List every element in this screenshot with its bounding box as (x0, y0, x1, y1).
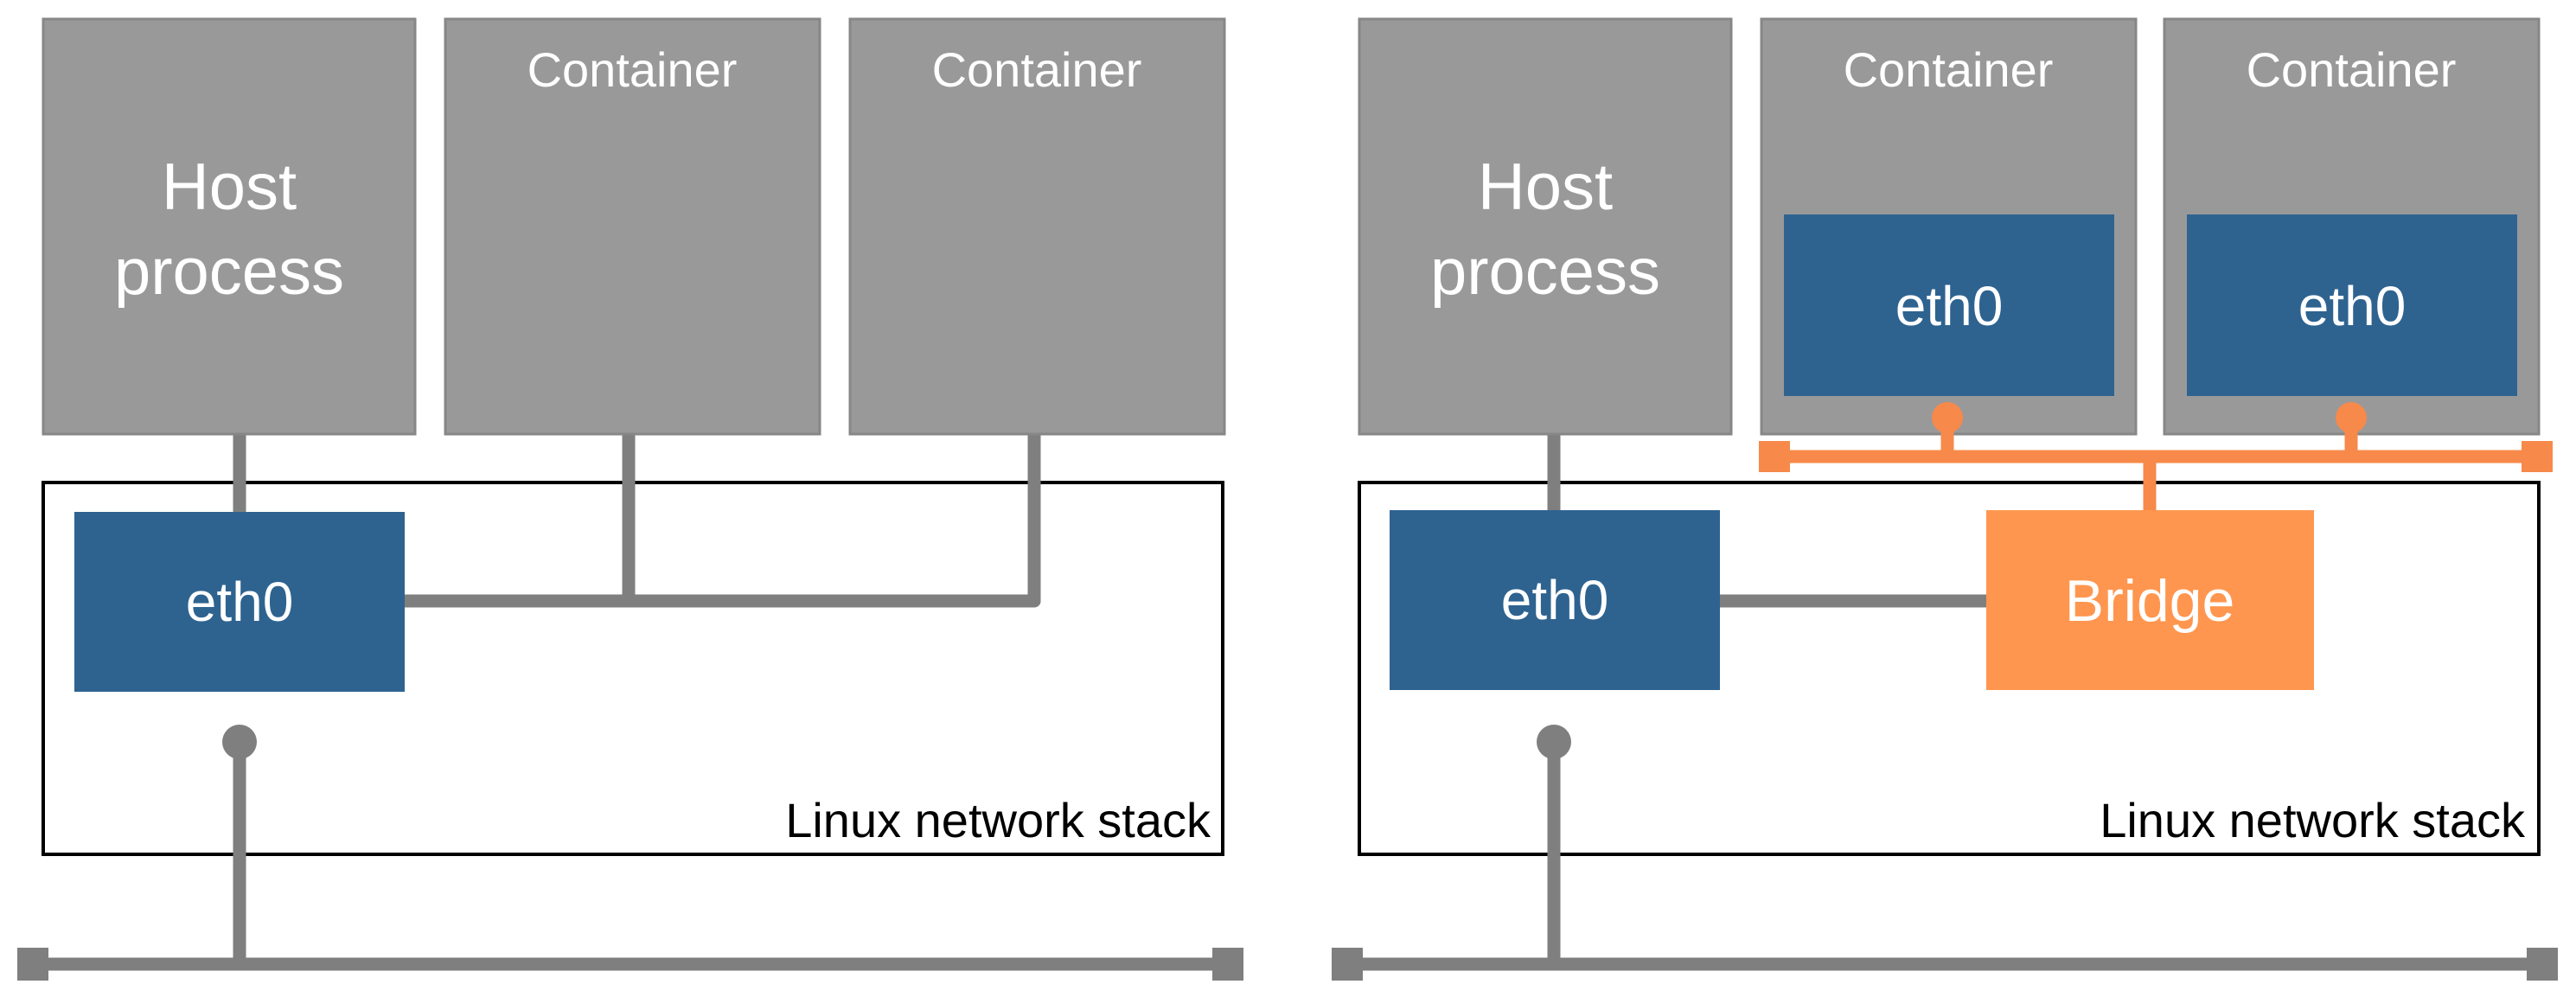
left-container-b: Container (848, 17, 1226, 436)
left-container-b-label: Container (932, 42, 1142, 97)
left-eth0-label: eth0 (186, 571, 294, 633)
right-host-process: Host process (1358, 17, 1733, 436)
right-bridge-end-left (1759, 441, 1790, 472)
left-host-box (42, 17, 417, 436)
right-host-box (1358, 17, 1733, 436)
left-network-end-right (1212, 948, 1243, 981)
right-bridge-end-right (2522, 441, 2553, 472)
right-eth0-label: eth0 (1501, 569, 1609, 631)
left-host-line1: Host (162, 150, 297, 224)
right-links (1340, 425, 2549, 971)
left-host-line2: process (114, 235, 344, 309)
left-network-end-left (17, 948, 48, 981)
left-container-b-box (848, 17, 1226, 436)
right-eth0-box (1390, 510, 1720, 690)
right-container-b-eth0-box (2187, 214, 2517, 396)
left-eth0-box (74, 512, 405, 692)
right-host-line1: Host (1478, 150, 1613, 224)
right-container-b-eth0-label: eth0 (2298, 275, 2407, 337)
right-container-a-label: Container (1844, 42, 2054, 97)
right-network-end-left (1332, 948, 1363, 981)
right-bridge-dot-b (2336, 402, 2367, 433)
left-container-a-label: Container (527, 42, 738, 97)
left-container-a-box (444, 17, 821, 436)
left-panel: Host process Container Container eth0 Li… (17, 17, 1243, 981)
left-uplink-dot (222, 725, 257, 759)
right-bridge-dot-a (1932, 402, 1963, 433)
right-container-a-eth0-box (1784, 214, 2114, 396)
left-links (26, 425, 1235, 971)
right-network-end-right (2527, 948, 2558, 981)
left-stack-label: Linux network stack (785, 793, 1211, 847)
right-host-line2: process (1430, 235, 1660, 309)
right-container-a-eth0-label: eth0 (1895, 275, 2004, 337)
left-container-a: Container (444, 17, 821, 436)
left-host-process: Host process (42, 17, 417, 436)
left-eth0: eth0 (74, 512, 405, 692)
right-container-a: Container eth0 (1760, 17, 2138, 436)
right-container-b: Container eth0 (2163, 17, 2541, 436)
right-uplink-dot (1537, 725, 1571, 759)
right-bridge: Bridge (1986, 510, 2314, 690)
right-stack-label: Linux network stack (2100, 793, 2526, 847)
right-container-b-label: Container (2247, 42, 2457, 97)
right-eth0: eth0 (1390, 510, 1720, 690)
right-panel: Host process Container eth0 Container et… (1332, 17, 2558, 981)
right-bridge-box (1986, 510, 2314, 690)
right-bridge-label: Bridge (2065, 568, 2235, 634)
